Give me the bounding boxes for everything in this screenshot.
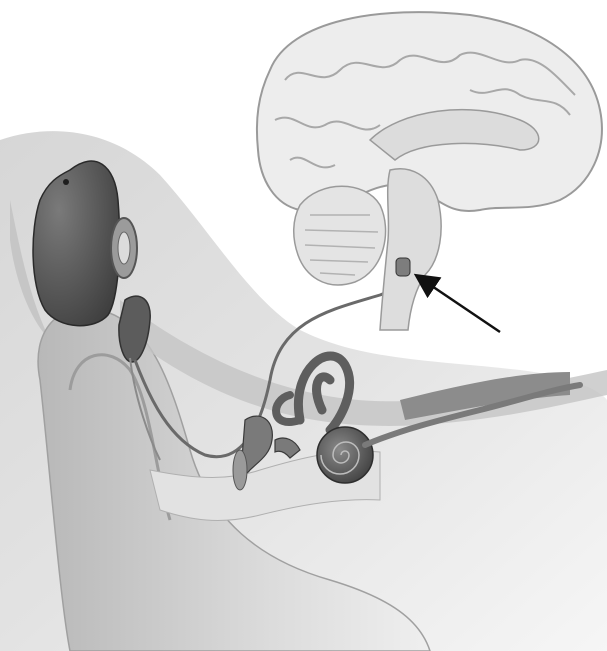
brainstem-icon	[380, 169, 441, 330]
implant-magnet-icon	[118, 232, 130, 264]
processor-button-icon	[63, 179, 69, 185]
electrode-array-icon	[396, 258, 410, 276]
cerebellum-icon	[294, 186, 386, 285]
cochlea-icon	[317, 427, 373, 483]
brain-icon	[257, 12, 602, 211]
eardrum-icon	[233, 450, 247, 490]
pointer-arrow-icon	[420, 278, 500, 332]
